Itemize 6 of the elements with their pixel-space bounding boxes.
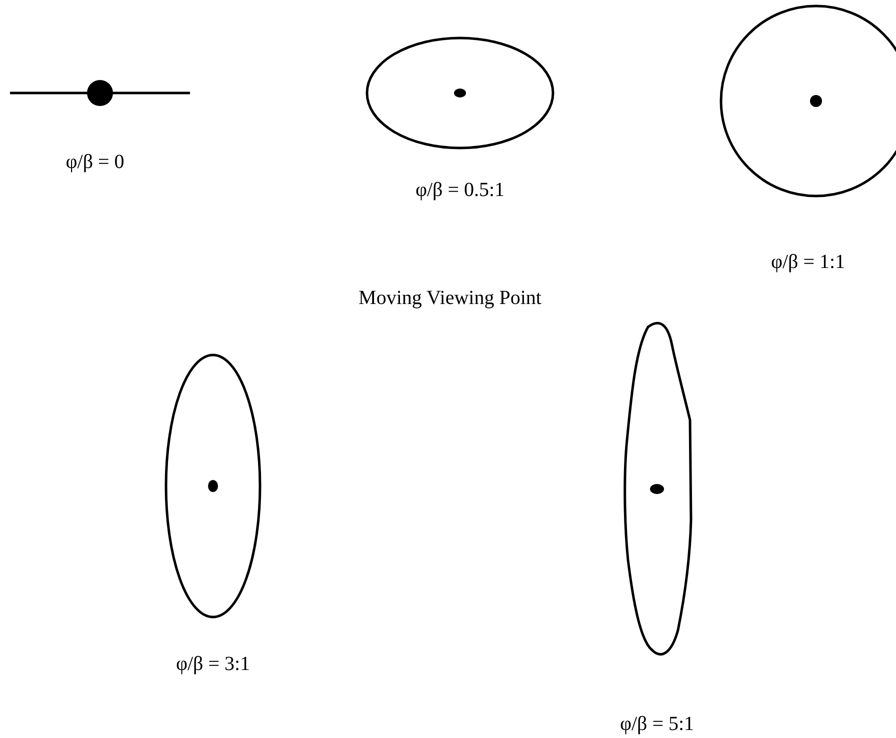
ratio-label: φ/β = 1:1: [770, 250, 846, 274]
ratio-label: φ/β = 3:1: [176, 652, 250, 676]
ratio-label: φ/β = 5:1: [620, 712, 694, 736]
ratio-label: φ/β = 0.5:1: [415, 178, 505, 202]
heading-text: Moving Viewing Point: [358, 286, 542, 310]
ratio-label: φ/β = 0: [66, 150, 124, 174]
